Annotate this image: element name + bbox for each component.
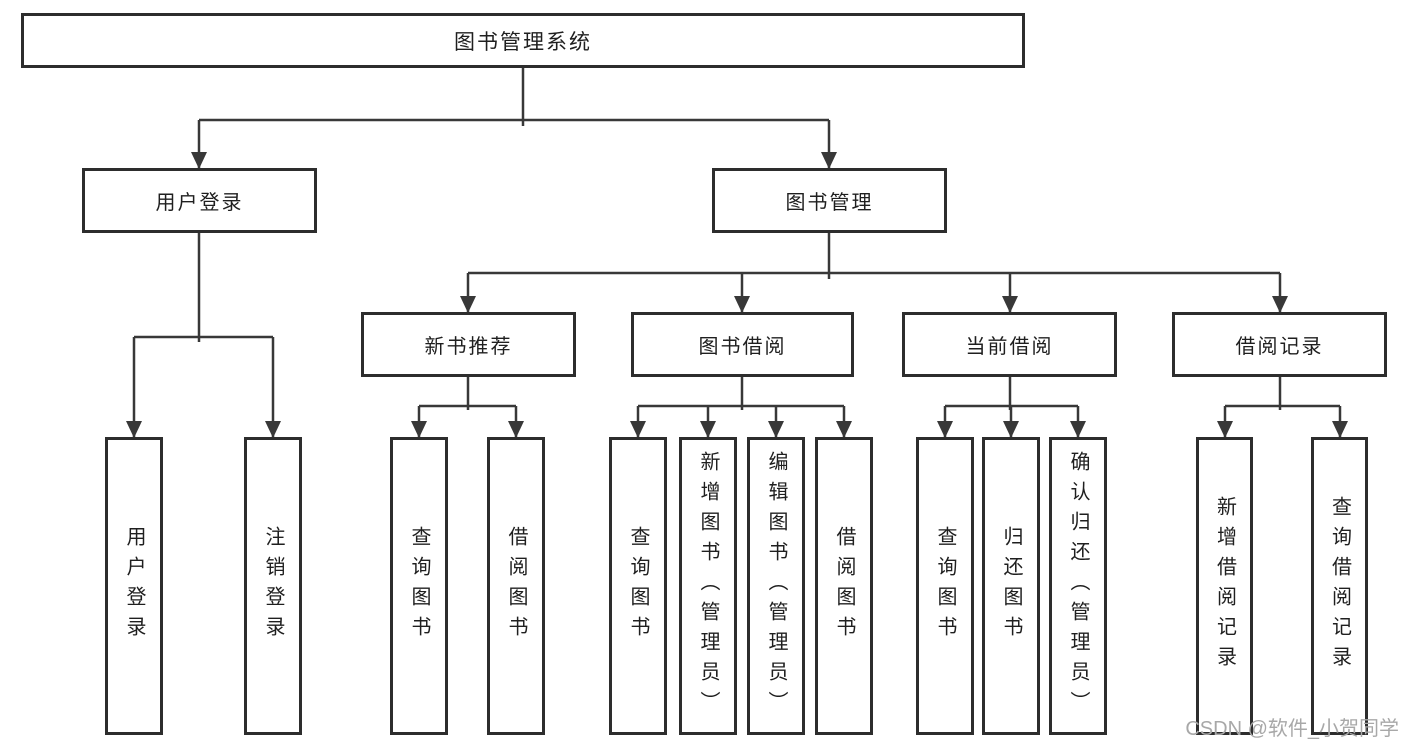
node-leaf-query-borrow-record: 查询借阅记录: [1311, 437, 1368, 735]
node-user-login-label: 用户登录: [155, 192, 244, 214]
node-leaf-query-books-2-label: 查询图书: [627, 526, 649, 646]
node-leaf-borrow-books-2: 借阅图书: [815, 437, 873, 735]
node-current-borrowing: 当前借阅: [902, 312, 1117, 377]
node-leaf-return-books: 归还图书: [982, 437, 1040, 735]
node-leaf-edit-book-admin: 编辑图书（管理员）: [747, 437, 805, 735]
node-book-management: 图书管理: [712, 168, 947, 233]
node-leaf-user-login: 用户登录: [105, 437, 163, 735]
node-leaf-query-books-1-label: 查询图书: [408, 526, 430, 646]
node-leaf-edit-book-admin-label: 编辑图书（管理员）: [765, 451, 787, 721]
node-leaf-add-borrow-record: 新增借阅记录: [1196, 437, 1253, 735]
node-leaf-logout-label: 注销登录: [262, 526, 284, 646]
node-leaf-query-borrow-record-label: 查询借阅记录: [1328, 496, 1351, 676]
node-leaf-query-books-3: 查询图书: [916, 437, 974, 735]
node-user-login: 用户登录: [82, 168, 317, 233]
node-book-borrowing: 图书借阅: [631, 312, 854, 377]
node-leaf-add-book-admin-label: 新增图书（管理员）: [697, 451, 719, 721]
node-borrowing-records-label: 借阅记录: [1235, 336, 1324, 358]
node-leaf-add-borrow-record-label: 新增借阅记录: [1213, 496, 1236, 676]
node-leaf-confirm-return-admin-label: 确认归还（管理员）: [1067, 451, 1089, 721]
node-new-book-recommend-label: 新书推荐: [424, 336, 513, 358]
node-root-label: 图书管理系统: [454, 30, 592, 54]
node-leaf-add-book-admin: 新增图书（管理员）: [679, 437, 737, 735]
node-book-management-label: 图书管理: [785, 192, 874, 214]
node-leaf-return-books-label: 归还图书: [1000, 526, 1022, 646]
node-leaf-query-books-3-label: 查询图书: [934, 526, 956, 646]
node-leaf-query-books-1: 查询图书: [390, 437, 448, 735]
node-leaf-borrow-books-2-label: 借阅图书: [833, 526, 855, 646]
node-root: 图书管理系统: [21, 13, 1025, 68]
node-leaf-query-books-2: 查询图书: [609, 437, 667, 735]
node-leaf-borrow-books-1: 借阅图书: [487, 437, 545, 735]
node-leaf-borrow-books-1-label: 借阅图书: [505, 526, 527, 646]
node-leaf-confirm-return-admin: 确认归还（管理员）: [1049, 437, 1107, 735]
node-borrowing-records: 借阅记录: [1172, 312, 1387, 377]
node-new-book-recommend: 新书推荐: [361, 312, 576, 377]
node-current-borrowing-label: 当前借阅: [965, 336, 1054, 358]
node-book-borrowing-label: 图书借阅: [698, 336, 787, 358]
node-leaf-user-login-label: 用户登录: [123, 526, 145, 646]
node-leaf-logout: 注销登录: [244, 437, 302, 735]
